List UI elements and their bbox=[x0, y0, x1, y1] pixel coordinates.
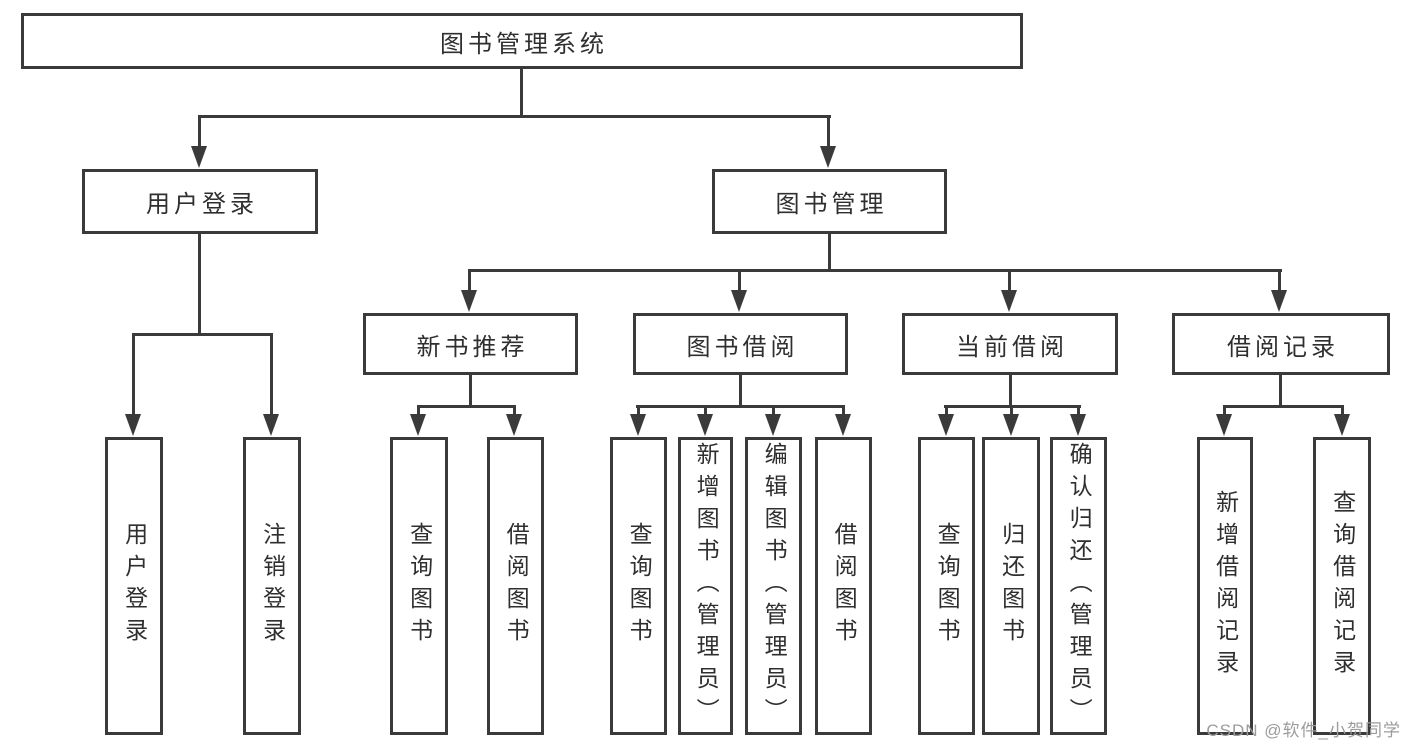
connector-rail-book-management bbox=[469, 269, 1282, 272]
connector-stem-root bbox=[520, 68, 523, 118]
connector-drop bbox=[1010, 405, 1013, 418]
arrow-down-icon bbox=[1216, 414, 1232, 436]
leaf-edit-books-admin: 编辑图书（管理员） bbox=[745, 437, 802, 735]
node-label: 新书推荐 bbox=[416, 333, 529, 361]
node-label: 图书借阅 bbox=[686, 333, 799, 361]
connector-drop bbox=[468, 269, 471, 295]
connector-drop bbox=[738, 269, 741, 295]
connector-rail-borrowing-records bbox=[1223, 405, 1344, 408]
leaf-confirm-return-admin: 确认归还（管理员） bbox=[1050, 437, 1107, 735]
arrow-down-icon bbox=[1003, 414, 1019, 436]
leaf-label: 借阅图书 bbox=[831, 522, 858, 650]
node-label: 图书管理系统 bbox=[440, 30, 608, 58]
node-label: 当前借阅 bbox=[956, 333, 1068, 361]
connector-drop bbox=[1278, 269, 1281, 295]
node-label: 用户登录 bbox=[146, 191, 258, 218]
connector-drop bbox=[513, 405, 516, 418]
arrow-down-icon bbox=[191, 146, 207, 168]
leaf-label: 编辑图书（管理员） bbox=[761, 442, 788, 730]
connector-drop bbox=[1223, 405, 1226, 418]
connector-drop bbox=[1077, 405, 1080, 418]
connector-drop bbox=[198, 115, 201, 150]
node-label: 图书管理 bbox=[775, 191, 888, 218]
connector-drop bbox=[637, 405, 640, 418]
node-current-borrowing: 当前借阅 bbox=[902, 313, 1118, 375]
connector-drop bbox=[945, 405, 948, 418]
connector-rail-user-login bbox=[132, 333, 273, 336]
leaf-label: 新增图书（管理员） bbox=[693, 442, 720, 730]
leaf-label: 注销登录 bbox=[259, 522, 286, 650]
connector-drop bbox=[772, 405, 775, 418]
arrow-down-icon bbox=[461, 290, 477, 312]
arrow-down-icon bbox=[938, 414, 954, 436]
leaf-label: 查询图书 bbox=[406, 522, 433, 650]
arrow-down-icon bbox=[1070, 414, 1086, 436]
leaf-label: 确认归还（管理员） bbox=[1066, 442, 1093, 730]
leaf-label: 归还图书 bbox=[998, 522, 1025, 650]
leaf-borrow-books-recommend: 借阅图书 bbox=[487, 437, 544, 735]
arrow-down-icon bbox=[765, 414, 781, 436]
leaf-query-books-borrow: 查询图书 bbox=[610, 437, 667, 735]
node-label: 借阅记录 bbox=[1227, 333, 1339, 361]
leaf-label: 查询图书 bbox=[934, 522, 961, 650]
leaf-label: 新增借阅记录 bbox=[1212, 490, 1239, 682]
connector-stem-current-borrowing bbox=[1009, 374, 1012, 408]
connector-drop bbox=[1341, 405, 1344, 418]
connector-drop bbox=[827, 115, 830, 150]
connector-drop bbox=[417, 405, 420, 418]
connector-drop bbox=[1008, 269, 1011, 295]
connector-rail-root bbox=[198, 115, 831, 118]
connector-stem-user-login bbox=[198, 233, 201, 336]
node-book-borrowing: 图书借阅 bbox=[633, 313, 848, 375]
arrow-down-icon bbox=[820, 146, 836, 168]
arrow-down-icon bbox=[630, 414, 646, 436]
connector-drop bbox=[704, 405, 707, 418]
arrow-down-icon bbox=[1001, 290, 1017, 312]
leaf-query-books-recommend: 查询图书 bbox=[390, 437, 448, 735]
connector-rail-book-borrowing bbox=[636, 405, 845, 408]
leaf-add-books-admin: 新增图书（管理员） bbox=[678, 437, 733, 735]
node-book-management: 图书管理 bbox=[712, 169, 947, 234]
connector-stem-new-book bbox=[469, 374, 472, 408]
leaf-query-borrow-record: 查询借阅记录 bbox=[1313, 437, 1371, 735]
node-new-book-recommendation: 新书推荐 bbox=[363, 313, 578, 375]
connector-stem-book-borrowing bbox=[739, 374, 742, 408]
node-user-login: 用户登录 bbox=[82, 169, 318, 234]
leaf-add-borrow-record: 新增借阅记录 bbox=[1197, 437, 1253, 735]
connector-drop bbox=[842, 405, 845, 418]
leaf-label: 用户登录 bbox=[121, 522, 148, 650]
leaf-borrow-books-borrow: 借阅图书 bbox=[815, 437, 872, 735]
connector-stem-borrowing-records bbox=[1279, 374, 1282, 408]
leaf-return-books: 归还图书 bbox=[982, 437, 1040, 735]
arrow-down-icon bbox=[835, 414, 851, 436]
leaf-label: 借阅图书 bbox=[503, 522, 530, 650]
arrow-down-icon bbox=[263, 414, 279, 436]
arrow-down-icon bbox=[125, 414, 141, 436]
leaf-logout-login: 注销登录 bbox=[243, 437, 301, 735]
arrow-down-icon bbox=[506, 414, 522, 436]
leaf-label: 查询图书 bbox=[626, 522, 653, 650]
leaf-user-login: 用户登录 bbox=[105, 437, 163, 735]
arrow-down-icon bbox=[731, 290, 747, 312]
arrow-down-icon bbox=[410, 414, 426, 436]
connector-stem-book-management bbox=[828, 233, 831, 272]
node-library-management-system: 图书管理系统 bbox=[21, 13, 1023, 69]
arrow-down-icon bbox=[1334, 414, 1350, 436]
connector-rail-new-book bbox=[417, 405, 516, 408]
leaf-label: 查询借阅记录 bbox=[1329, 490, 1356, 682]
node-borrowing-records: 借阅记录 bbox=[1172, 313, 1390, 375]
csdn-watermark: CSDN @软件_小贺同学 bbox=[1206, 721, 1401, 740]
arrow-down-icon bbox=[697, 414, 713, 436]
leaf-query-books-current: 查询图书 bbox=[918, 437, 975, 735]
connector-drop bbox=[132, 333, 135, 418]
arrow-down-icon bbox=[1271, 290, 1287, 312]
connector-drop bbox=[270, 333, 273, 418]
